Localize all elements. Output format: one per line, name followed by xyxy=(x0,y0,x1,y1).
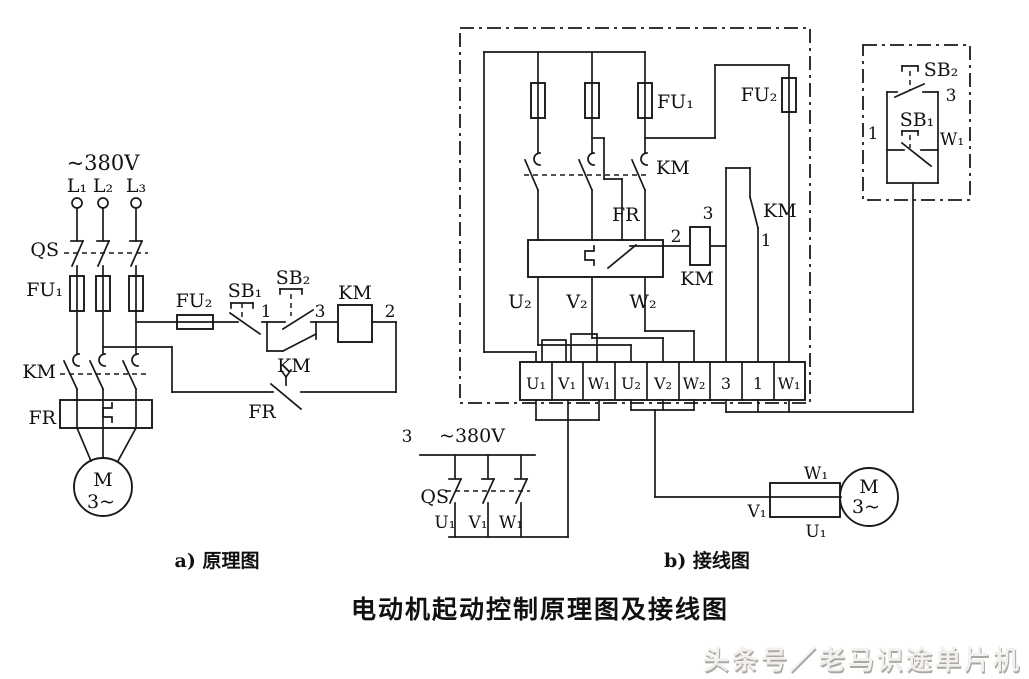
terminal-u1: U₁ xyxy=(526,374,546,393)
label-supply-a: ~380V xyxy=(67,151,141,175)
label-l3: L₃ xyxy=(126,175,146,197)
label-u1-qs-b: U₁ xyxy=(434,513,455,533)
output-wires-b xyxy=(537,276,695,363)
fr-feed-wire-b xyxy=(591,137,623,241)
label-fr-b: FR xyxy=(612,204,640,226)
supply-cable-b xyxy=(448,399,600,538)
node-1-a: 1 xyxy=(261,302,272,322)
qs-switch-a xyxy=(64,239,148,268)
terminal-w2: W₂ xyxy=(683,374,706,393)
label-v1-qs-b: V₁ xyxy=(467,513,487,533)
terminal-3: 3 xyxy=(721,374,731,393)
node-3-a: 3 xyxy=(315,302,326,322)
label-fu1-b: FU₁ xyxy=(657,91,694,113)
label-motor-3ph-a: 3~ xyxy=(87,491,115,513)
label-km-aux-a: KM xyxy=(277,355,311,377)
label-fr-nc-a: FR xyxy=(248,401,276,423)
label-km-main-a: KM xyxy=(22,361,56,383)
fuse-fu1-a xyxy=(69,265,144,354)
terminal-strip-b: U₁ V₁ W₁ U₂ V₂ W₂ 3 1 W₁ xyxy=(519,361,806,401)
node-2-a: 2 xyxy=(385,302,396,322)
label-w2-b: W₂ xyxy=(629,291,656,313)
terminal-w1: W₁ xyxy=(588,374,611,393)
km-coil-aux-b xyxy=(689,167,760,363)
wiring-diagram: U₁ V₁ W₁ U₂ V₂ W₂ 3 1 W₁ xyxy=(402,27,971,572)
node-3-coil-b: 3 xyxy=(703,204,714,224)
label-qs-b: QS xyxy=(420,486,449,508)
terminal-1: 1 xyxy=(753,374,763,393)
label-u1-motor-b: U₁ xyxy=(805,522,826,542)
node-1-sb-b: 1 xyxy=(868,124,879,144)
label-motor-m-b: M xyxy=(859,476,878,498)
label-sb1-b: SB₁ xyxy=(900,109,935,131)
watermark: 头条号／老马识途单片机 xyxy=(703,645,1022,676)
label-motor-m-a: M xyxy=(93,469,112,491)
fuse-fu2-b xyxy=(644,64,797,363)
motor-symbol-b xyxy=(630,399,899,527)
node-1-aux-b: 1 xyxy=(761,231,772,251)
label-sb1-a: SB₁ xyxy=(228,280,263,302)
control-cable-b xyxy=(725,182,914,413)
label-fu1-a: FU₁ xyxy=(26,279,63,301)
terminal-v2: V₂ xyxy=(653,374,672,393)
label-km-main-b: KM xyxy=(656,157,690,179)
control-circuit-a xyxy=(102,288,397,411)
label-l1: L₁ xyxy=(67,175,87,197)
label-km-coil-a: KM xyxy=(338,282,372,304)
panel-outline-b xyxy=(459,27,811,404)
label-motor-3ph-b: 3~ xyxy=(852,496,880,518)
label-sb2-a: SB₂ xyxy=(276,267,311,289)
caption-a: a) 原理图 xyxy=(175,550,260,572)
label-supply-b: ~380V xyxy=(439,425,505,447)
fr-relay-a xyxy=(59,399,153,429)
label-w1-qs-b: W₁ xyxy=(499,513,523,533)
supply-terminals-a xyxy=(71,197,142,242)
label-fu2-a: FU₂ xyxy=(176,290,213,312)
node-2-b: 2 xyxy=(671,227,682,247)
label-w1-motor-b: W₁ xyxy=(804,464,828,484)
label-sb2-b: SB₂ xyxy=(924,59,959,81)
label-v1-motor-b: V₁ xyxy=(746,502,766,522)
caption-b: b) 接线图 xyxy=(664,549,750,572)
fuse-fu1-b xyxy=(483,51,653,363)
label-u2-b: U₂ xyxy=(508,291,532,313)
label-l2: L₂ xyxy=(93,175,113,197)
node-3-qs-b: 3 xyxy=(402,427,413,447)
label-km-aux-b: KM xyxy=(763,200,797,222)
km-main-contacts-a xyxy=(60,353,146,429)
label-km-coil-b: KM xyxy=(680,268,714,290)
figure-title: 电动机起动控制原理图及接线图 xyxy=(351,595,729,624)
terminal-v1: V₁ xyxy=(557,374,576,393)
label-qs-a: QS xyxy=(30,239,59,261)
label-w1-sb-b: W₁ xyxy=(940,130,964,150)
terminal-u2: U₂ xyxy=(621,374,641,393)
label-fr-box-a: FR xyxy=(29,407,57,429)
km-main-contacts-b xyxy=(523,152,650,241)
qs-switch-b xyxy=(419,454,536,538)
fr-relay-b xyxy=(527,239,691,278)
button-station-b xyxy=(862,44,971,201)
schematic-diagram: ~380V L₁ L₂ L₃ QS FU₁ FU₂ SB₁ 1 SB₂ 3 KM… xyxy=(22,151,397,572)
label-fu2-b: FU₂ xyxy=(741,84,778,106)
motor-symbol-a xyxy=(73,426,138,517)
label-v2-b: V₂ xyxy=(565,291,587,313)
terminal-w1b: W₁ xyxy=(778,374,801,393)
node-3-sb-b: 3 xyxy=(946,86,957,106)
